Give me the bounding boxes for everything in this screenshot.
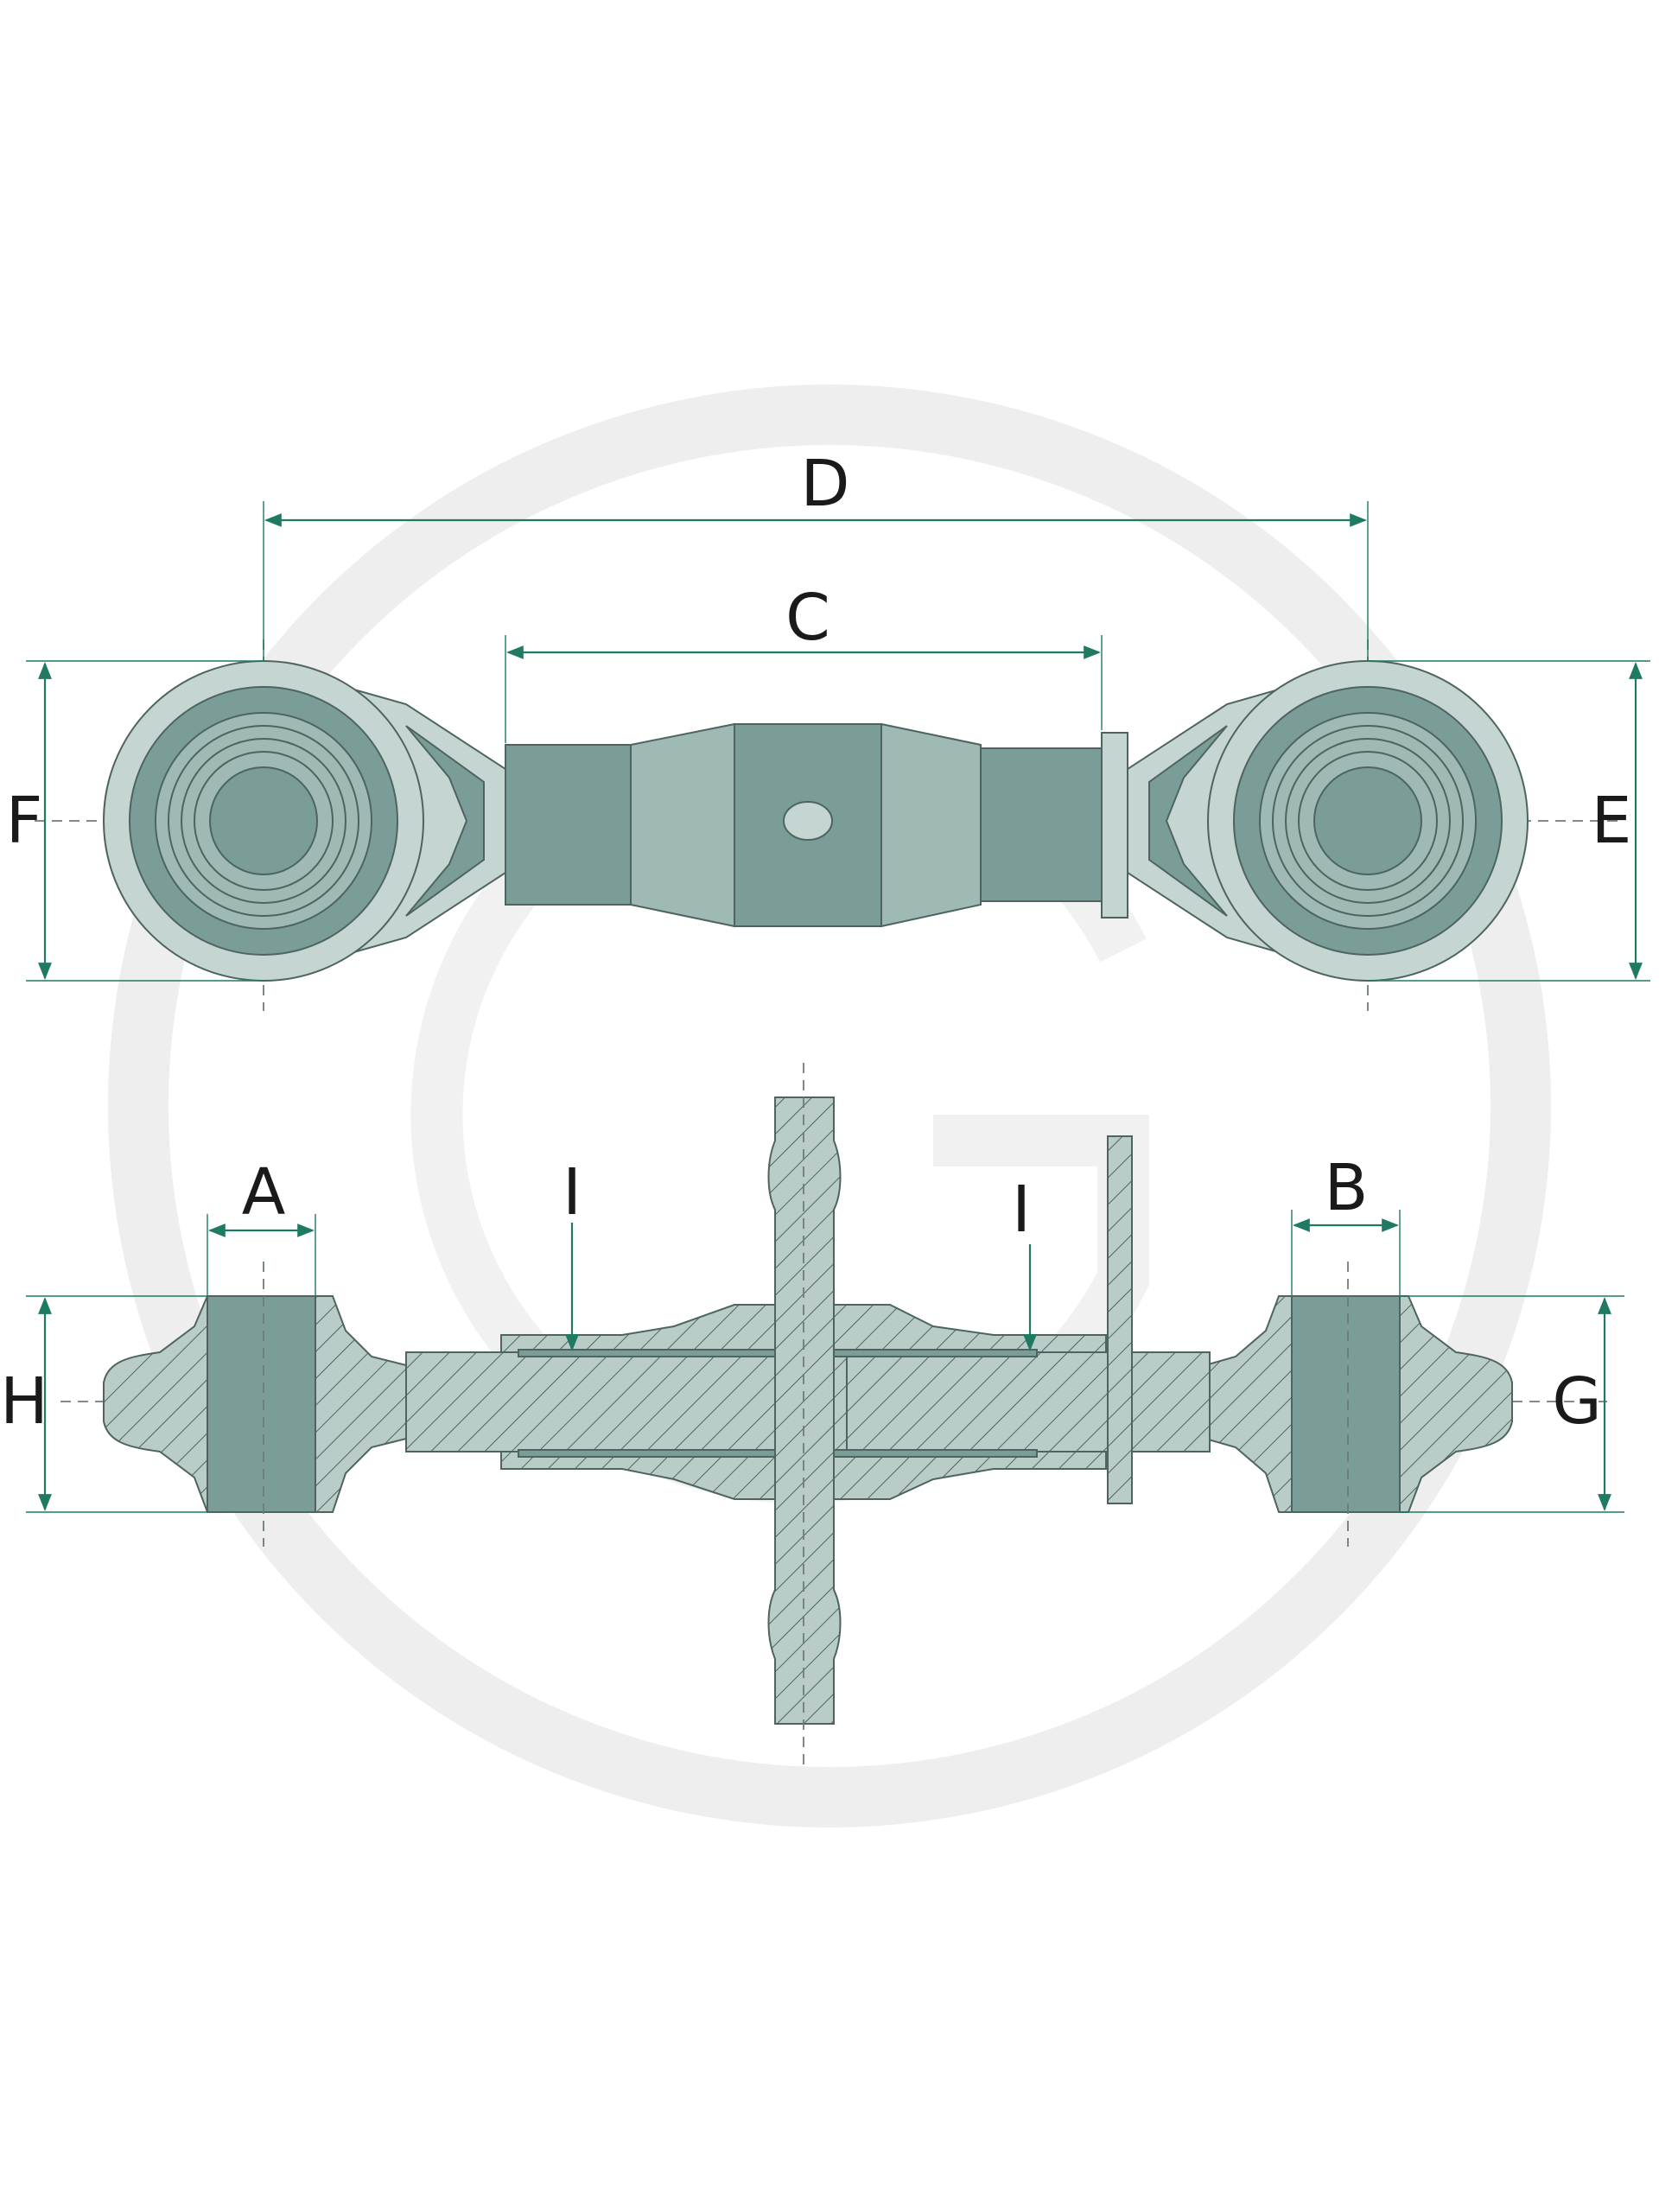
section-view [60, 1063, 1607, 1767]
thread-callout-right: I [1012, 1173, 1037, 1351]
right-ball-bore [1291, 1295, 1401, 1513]
dimension-c: C [505, 581, 1103, 743]
label-d: D [801, 447, 850, 521]
lock-plate [1107, 1135, 1133, 1504]
thread-callout-left: I [563, 1155, 582, 1351]
label-b: B [1325, 1151, 1369, 1225]
turnbuckle-body [505, 722, 1128, 928]
label-a: A [242, 1155, 286, 1230]
dimension-d: D [263, 447, 1369, 661]
right-ball-eye [1207, 660, 1529, 982]
label-e: E [1592, 784, 1632, 858]
label-f: F [6, 784, 43, 858]
label-i-left: I [563, 1155, 582, 1230]
left-ball-bore [207, 1295, 316, 1513]
dimension-g: G [1400, 1295, 1624, 1513]
dimension-h: H [0, 1295, 207, 1513]
label-c: C [785, 581, 830, 655]
left-ball-eye [103, 660, 424, 982]
dimension-a: A [207, 1155, 316, 1296]
label-i-right: I [1012, 1173, 1031, 1247]
right-eye-arm-inner [1148, 725, 1228, 917]
dimension-e: E [1368, 660, 1650, 982]
left-eye-arm-inner [405, 725, 485, 917]
right-threaded-rod [846, 1351, 1211, 1452]
handle-bar [767, 1096, 842, 1725]
left-threaded-rod [405, 1351, 779, 1452]
label-g: G [1552, 1364, 1601, 1439]
dimension-b: B [1291, 1151, 1401, 1296]
dimension-f: F [6, 660, 264, 982]
label-h: H [0, 1364, 48, 1439]
top-view [35, 639, 1624, 1011]
